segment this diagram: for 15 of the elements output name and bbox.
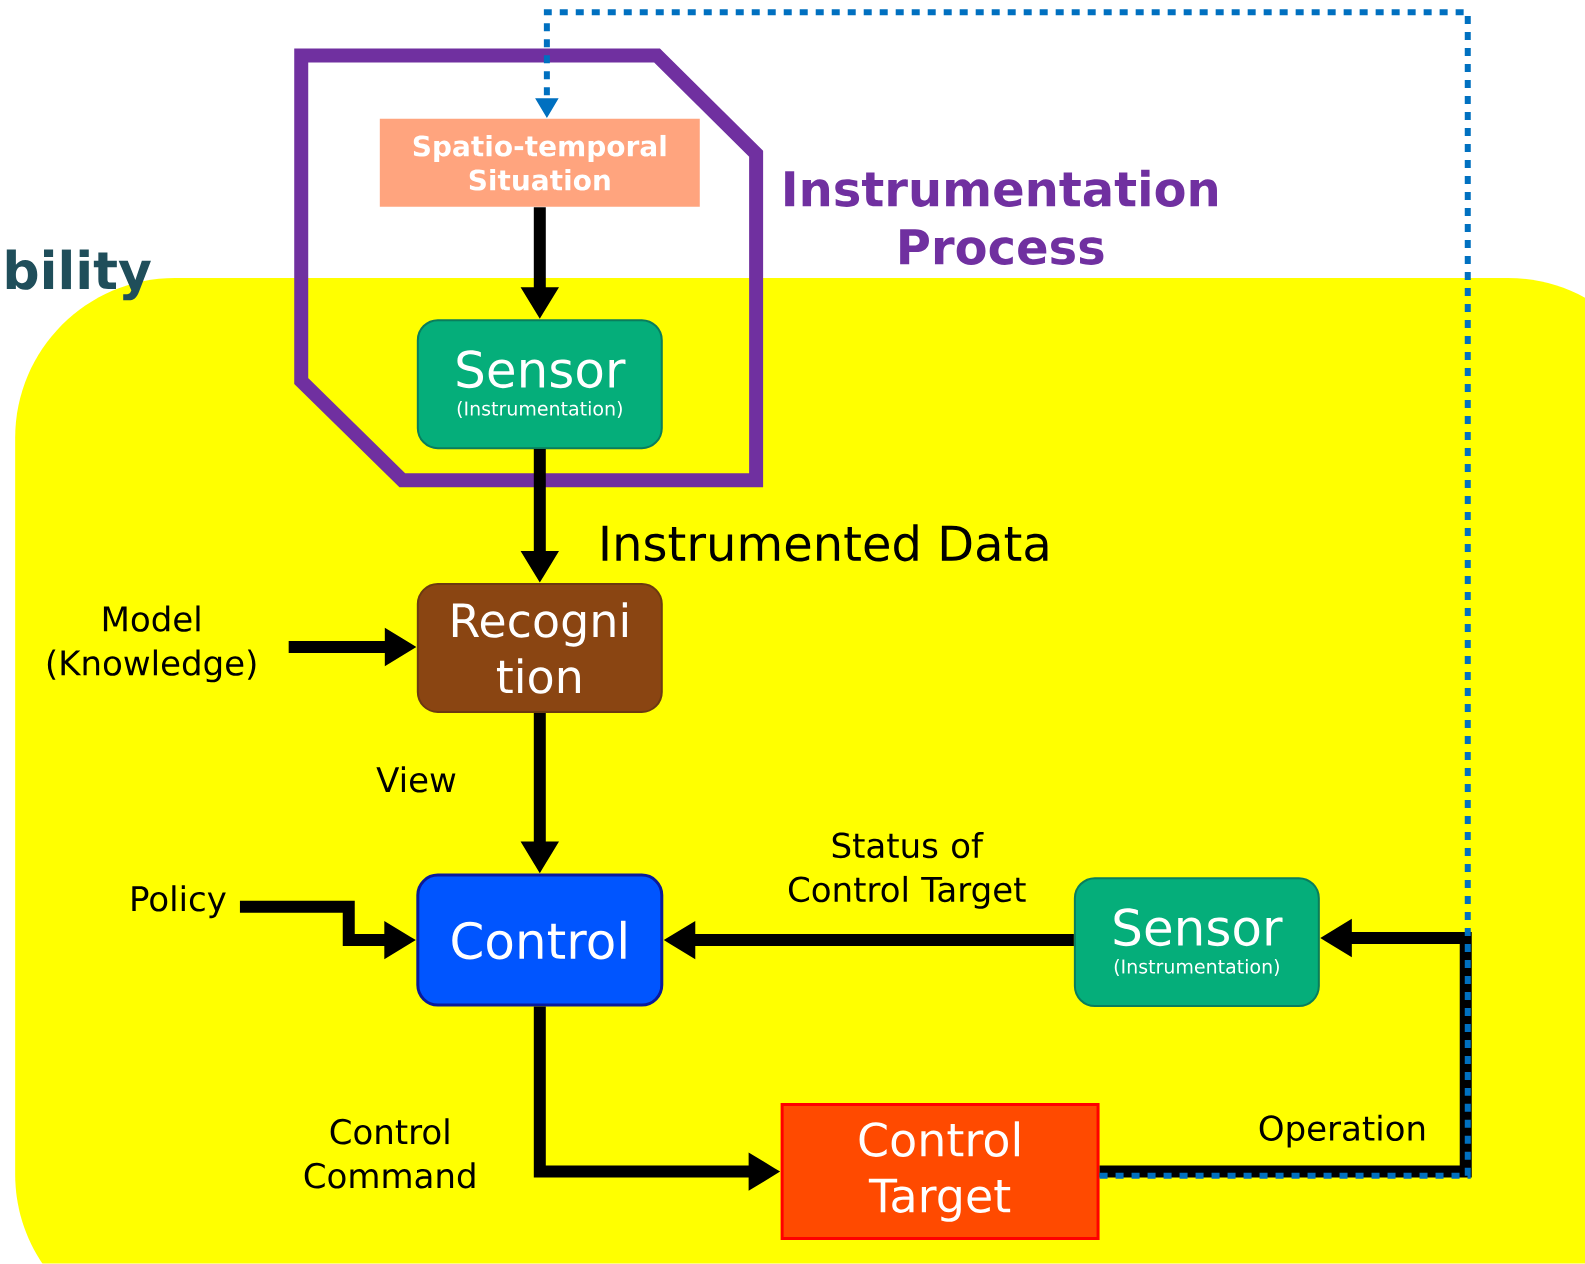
- control-box: Control: [416, 873, 664, 1007]
- control-target-box: Control Target: [780, 1103, 1100, 1241]
- edge-label: View: [376, 766, 456, 793]
- sensor-box: Sensor (Instrumentation): [1073, 877, 1320, 1008]
- node-label: Instrumentation Process: [785, 170, 1217, 266]
- edge-label: Control Command: [304, 1118, 475, 1189]
- recognition-box: Recogni tion: [416, 583, 663, 714]
- edge-label: Instrumented Data: [602, 524, 1048, 562]
- model-text: Model (Knowledge): [47, 605, 256, 683]
- edge-label: Operation: [1259, 1114, 1425, 1148]
- situation-box: Spatio-temporal Situation: [379, 119, 700, 207]
- edge-label: Status of Control Target: [788, 832, 1026, 909]
- policy-text: Policy: [132, 885, 226, 919]
- heading-text: bility: [6, 249, 151, 301]
- sensor-box: Sensor (Instrumentation): [416, 319, 663, 450]
